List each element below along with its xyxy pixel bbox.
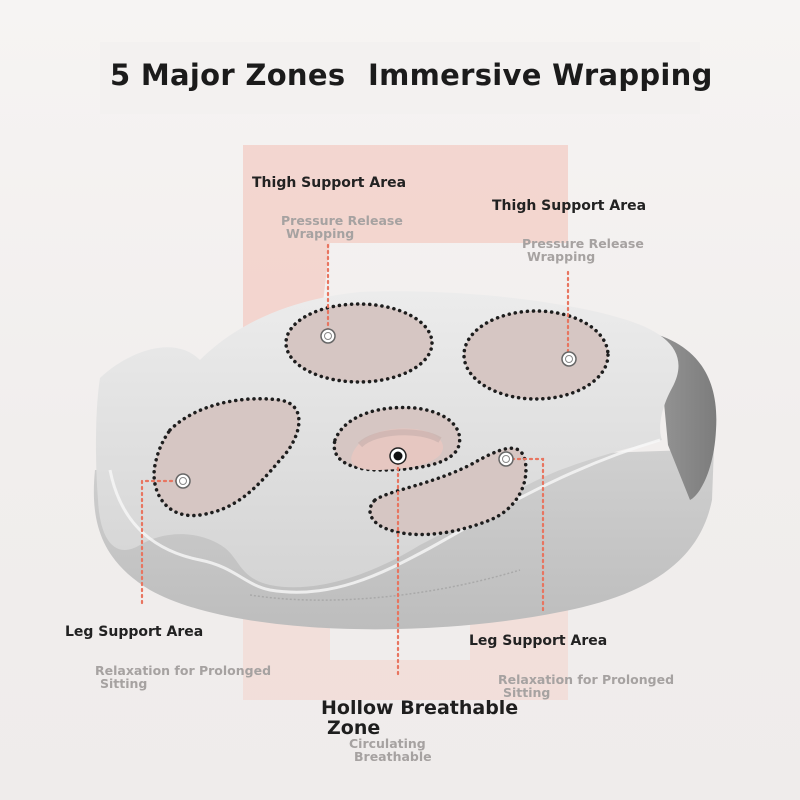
leg-right-subtitle-line1: Relaxation for Prolonged	[498, 672, 675, 687]
thigh-left-subtitle-line1: Pressure Release	[281, 213, 403, 228]
thigh-left-title: Thigh Support Area	[252, 175, 407, 191]
heading-immersive-wrapping: Immersive Wrapping	[368, 58, 713, 92]
thigh-right-subtitle-line1: Pressure Release	[522, 236, 644, 251]
thigh-right-title: Thigh Support Area	[492, 198, 647, 214]
hollow-title-line2: Zone	[327, 717, 381, 739]
heading-five-major-zones: 5 Major Zones	[110, 58, 346, 92]
leg-right-title: Leg Support Area	[469, 633, 608, 649]
leader-leg-right	[510, 457, 545, 615]
zone-leg-left	[152, 397, 301, 518]
leg-left-subtitle-line1: Relaxation for Prolonged	[95, 663, 272, 678]
markers	[175, 328, 577, 489]
title-bar	[100, 42, 700, 114]
zone-leg-right	[368, 446, 528, 537]
thigh-right-subtitle-line2: Wrapping	[527, 249, 596, 264]
marker-thigh-left	[320, 328, 336, 344]
marker-hollow	[389, 447, 407, 465]
hollow-subtitle: Circulating Breathable	[349, 737, 432, 763]
thigh-left-subtitle: Pressure Release Wrapping	[281, 214, 403, 240]
thigh-right-subtitle: Pressure Release Wrapping	[522, 237, 644, 263]
leg-left-title: Leg Support Area	[65, 624, 204, 640]
leg-left-subtitle-line2: Sitting	[100, 676, 148, 691]
hollow-subtitle-line2: Breathable	[354, 749, 432, 764]
hollow-subtitle-line1: Circulating	[349, 736, 426, 751]
zone-thigh-left	[284, 302, 434, 384]
marker-thigh-right	[561, 351, 577, 367]
leg-right-subtitle-line2: Sitting	[503, 685, 551, 700]
thigh-left-subtitle-line2: Wrapping	[286, 226, 355, 241]
leg-left-subtitle: Relaxation for Prolonged Sitting	[95, 664, 271, 690]
hollow-title: Hollow Breathable Zone	[321, 698, 518, 738]
marker-leg-right	[498, 451, 514, 467]
zone-thigh-right	[462, 309, 610, 401]
cushion-right-side	[640, 330, 717, 500]
hollow-title-line1: Hollow Breathable	[321, 697, 519, 719]
leader-leg-left	[140, 479, 180, 608]
marker-leg-left	[175, 473, 191, 489]
leg-right-subtitle: Relaxation for Prolonged Sitting	[498, 673, 674, 699]
